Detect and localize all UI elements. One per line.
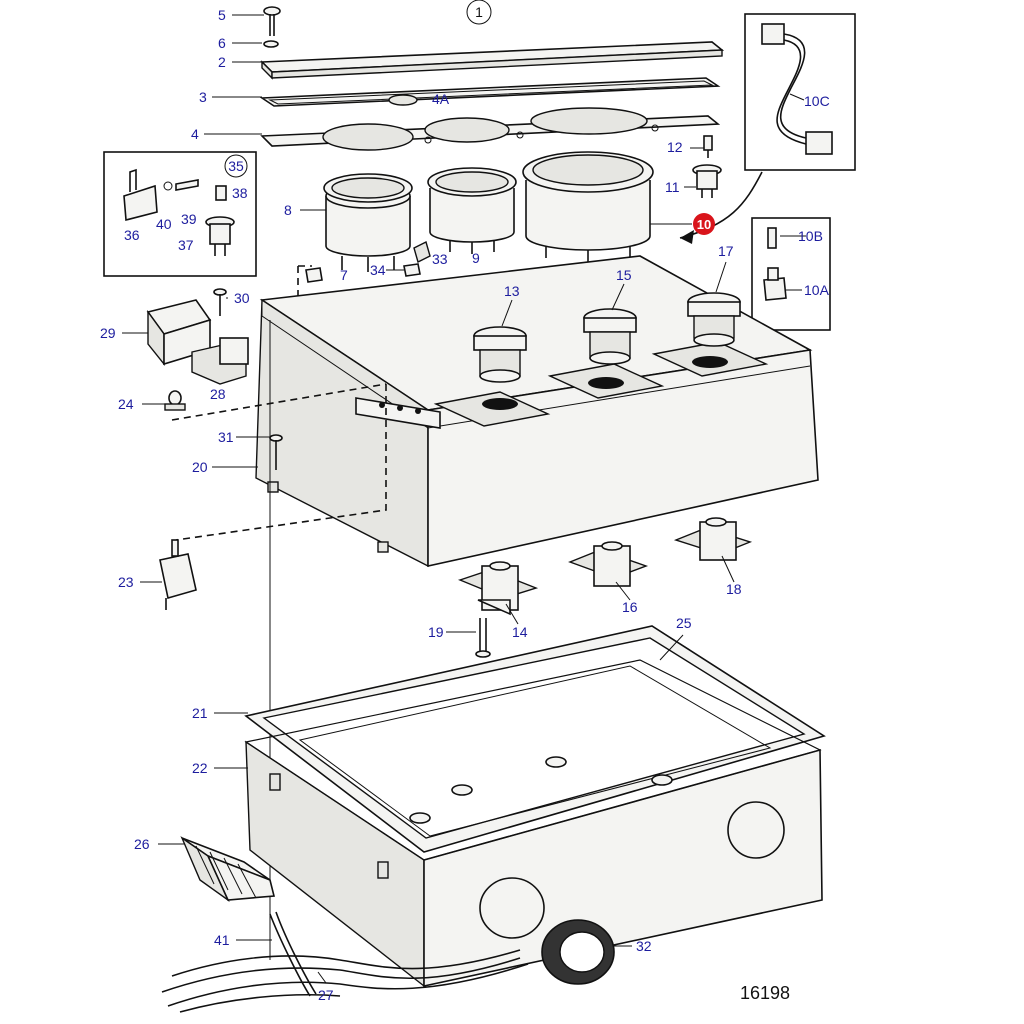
label-35: 35 bbox=[228, 158, 244, 174]
group-number-badge: 1 bbox=[466, 0, 492, 25]
label-10A: 10A bbox=[804, 282, 830, 298]
grommet-32 bbox=[541, 919, 615, 985]
label-37: 37 bbox=[178, 237, 194, 253]
label-40: 40 bbox=[156, 216, 172, 232]
enclosure-22 bbox=[244, 659, 823, 988]
label-16: 16 bbox=[622, 599, 638, 615]
screw-31 bbox=[269, 434, 283, 470]
highlight-part-10 bbox=[693, 213, 715, 235]
label-41: 41 bbox=[214, 932, 230, 948]
label-24: 24 bbox=[118, 396, 134, 412]
switch-17 bbox=[687, 292, 741, 347]
terminal-block-26 bbox=[180, 836, 276, 903]
label-4A: 4A bbox=[432, 91, 450, 107]
label-2: 2 bbox=[218, 54, 226, 70]
label-9: 9 bbox=[472, 250, 480, 266]
cover-plate bbox=[260, 41, 725, 80]
gasket-25 bbox=[651, 625, 691, 651]
label-14: 14 bbox=[512, 624, 528, 640]
label-3: 3 bbox=[199, 89, 207, 105]
nut-34 bbox=[403, 263, 421, 277]
bracket-28 bbox=[191, 337, 249, 385]
nut-7 bbox=[305, 267, 323, 283]
label-19: 19 bbox=[428, 624, 444, 640]
instrument-housing-20 bbox=[255, 255, 819, 568]
label-22: 22 bbox=[192, 760, 208, 776]
label-10B: 10B bbox=[798, 228, 823, 244]
leader-lines bbox=[122, 14, 806, 984]
gauge-10 bbox=[522, 151, 654, 262]
screw-5 bbox=[263, 6, 281, 36]
label-18: 18 bbox=[726, 581, 742, 597]
clamp-33 bbox=[413, 240, 431, 264]
label-17: 17 bbox=[718, 243, 734, 259]
label-26: 26 bbox=[134, 836, 150, 852]
inset-10A-10B bbox=[751, 217, 831, 331]
relay-16 bbox=[568, 541, 649, 587]
gauge-9 bbox=[427, 167, 517, 254]
label-8: 8 bbox=[284, 202, 292, 218]
cable-tie-41 bbox=[269, 911, 317, 997]
indicator-lamp-24 bbox=[164, 390, 186, 411]
bolt-19 bbox=[475, 618, 491, 658]
lamp-holder-11 bbox=[692, 164, 722, 198]
label-38: 38 bbox=[232, 185, 248, 201]
arrow-10C bbox=[679, 171, 763, 239]
gauge-8 bbox=[323, 173, 413, 272]
label-5: 5 bbox=[218, 7, 226, 23]
front-panel-4 bbox=[260, 107, 721, 151]
inset-35 bbox=[103, 151, 257, 277]
switch-13 bbox=[473, 326, 527, 383]
relay-14 bbox=[457, 561, 539, 616]
label-12: 12 bbox=[667, 139, 683, 155]
label-32: 32 bbox=[636, 938, 652, 954]
label-34: 34 bbox=[370, 262, 386, 278]
label-27: 27 bbox=[318, 987, 334, 1003]
label-20: 20 bbox=[192, 459, 208, 475]
gasket-frame-21 bbox=[244, 625, 826, 853]
label-11: 11 bbox=[665, 179, 680, 195]
label-31: 31 bbox=[218, 429, 234, 445]
label-10C: 10C bbox=[804, 93, 830, 109]
label-33: 33 bbox=[432, 251, 448, 267]
label-7: 7 bbox=[340, 267, 348, 283]
inset-10C bbox=[744, 13, 856, 171]
label-25: 25 bbox=[676, 615, 692, 631]
switch-15 bbox=[583, 308, 637, 365]
relay-18 bbox=[673, 517, 753, 561]
label-23: 23 bbox=[118, 574, 134, 590]
group-number: 1 bbox=[475, 4, 483, 20]
washer-6 bbox=[263, 40, 279, 48]
label-13: 13 bbox=[504, 283, 520, 299]
label-30: 30 bbox=[234, 290, 250, 306]
drawing-number: 16198 bbox=[740, 983, 790, 1003]
screw-30 bbox=[213, 288, 227, 316]
label-15: 15 bbox=[616, 267, 632, 283]
arrowhead bbox=[680, 230, 694, 244]
label-6: 6 bbox=[218, 35, 226, 51]
circuit-breaker-23 bbox=[159, 539, 197, 610]
label-28: 28 bbox=[210, 386, 226, 402]
label-21: 21 bbox=[192, 705, 208, 721]
cable-harness-27 bbox=[161, 949, 529, 1013]
label-4: 4 bbox=[191, 126, 199, 142]
label-10: 10 bbox=[697, 217, 711, 232]
part-labels: 5 6 2 3 4A 4 10C 12 11 10 35 38 40 39 36… bbox=[100, 7, 830, 1003]
label-39: 39 bbox=[181, 211, 197, 227]
label-29: 29 bbox=[100, 325, 116, 341]
plug-4A bbox=[388, 94, 418, 106]
bulb-12 bbox=[703, 135, 713, 158]
label-36: 36 bbox=[124, 227, 140, 243]
